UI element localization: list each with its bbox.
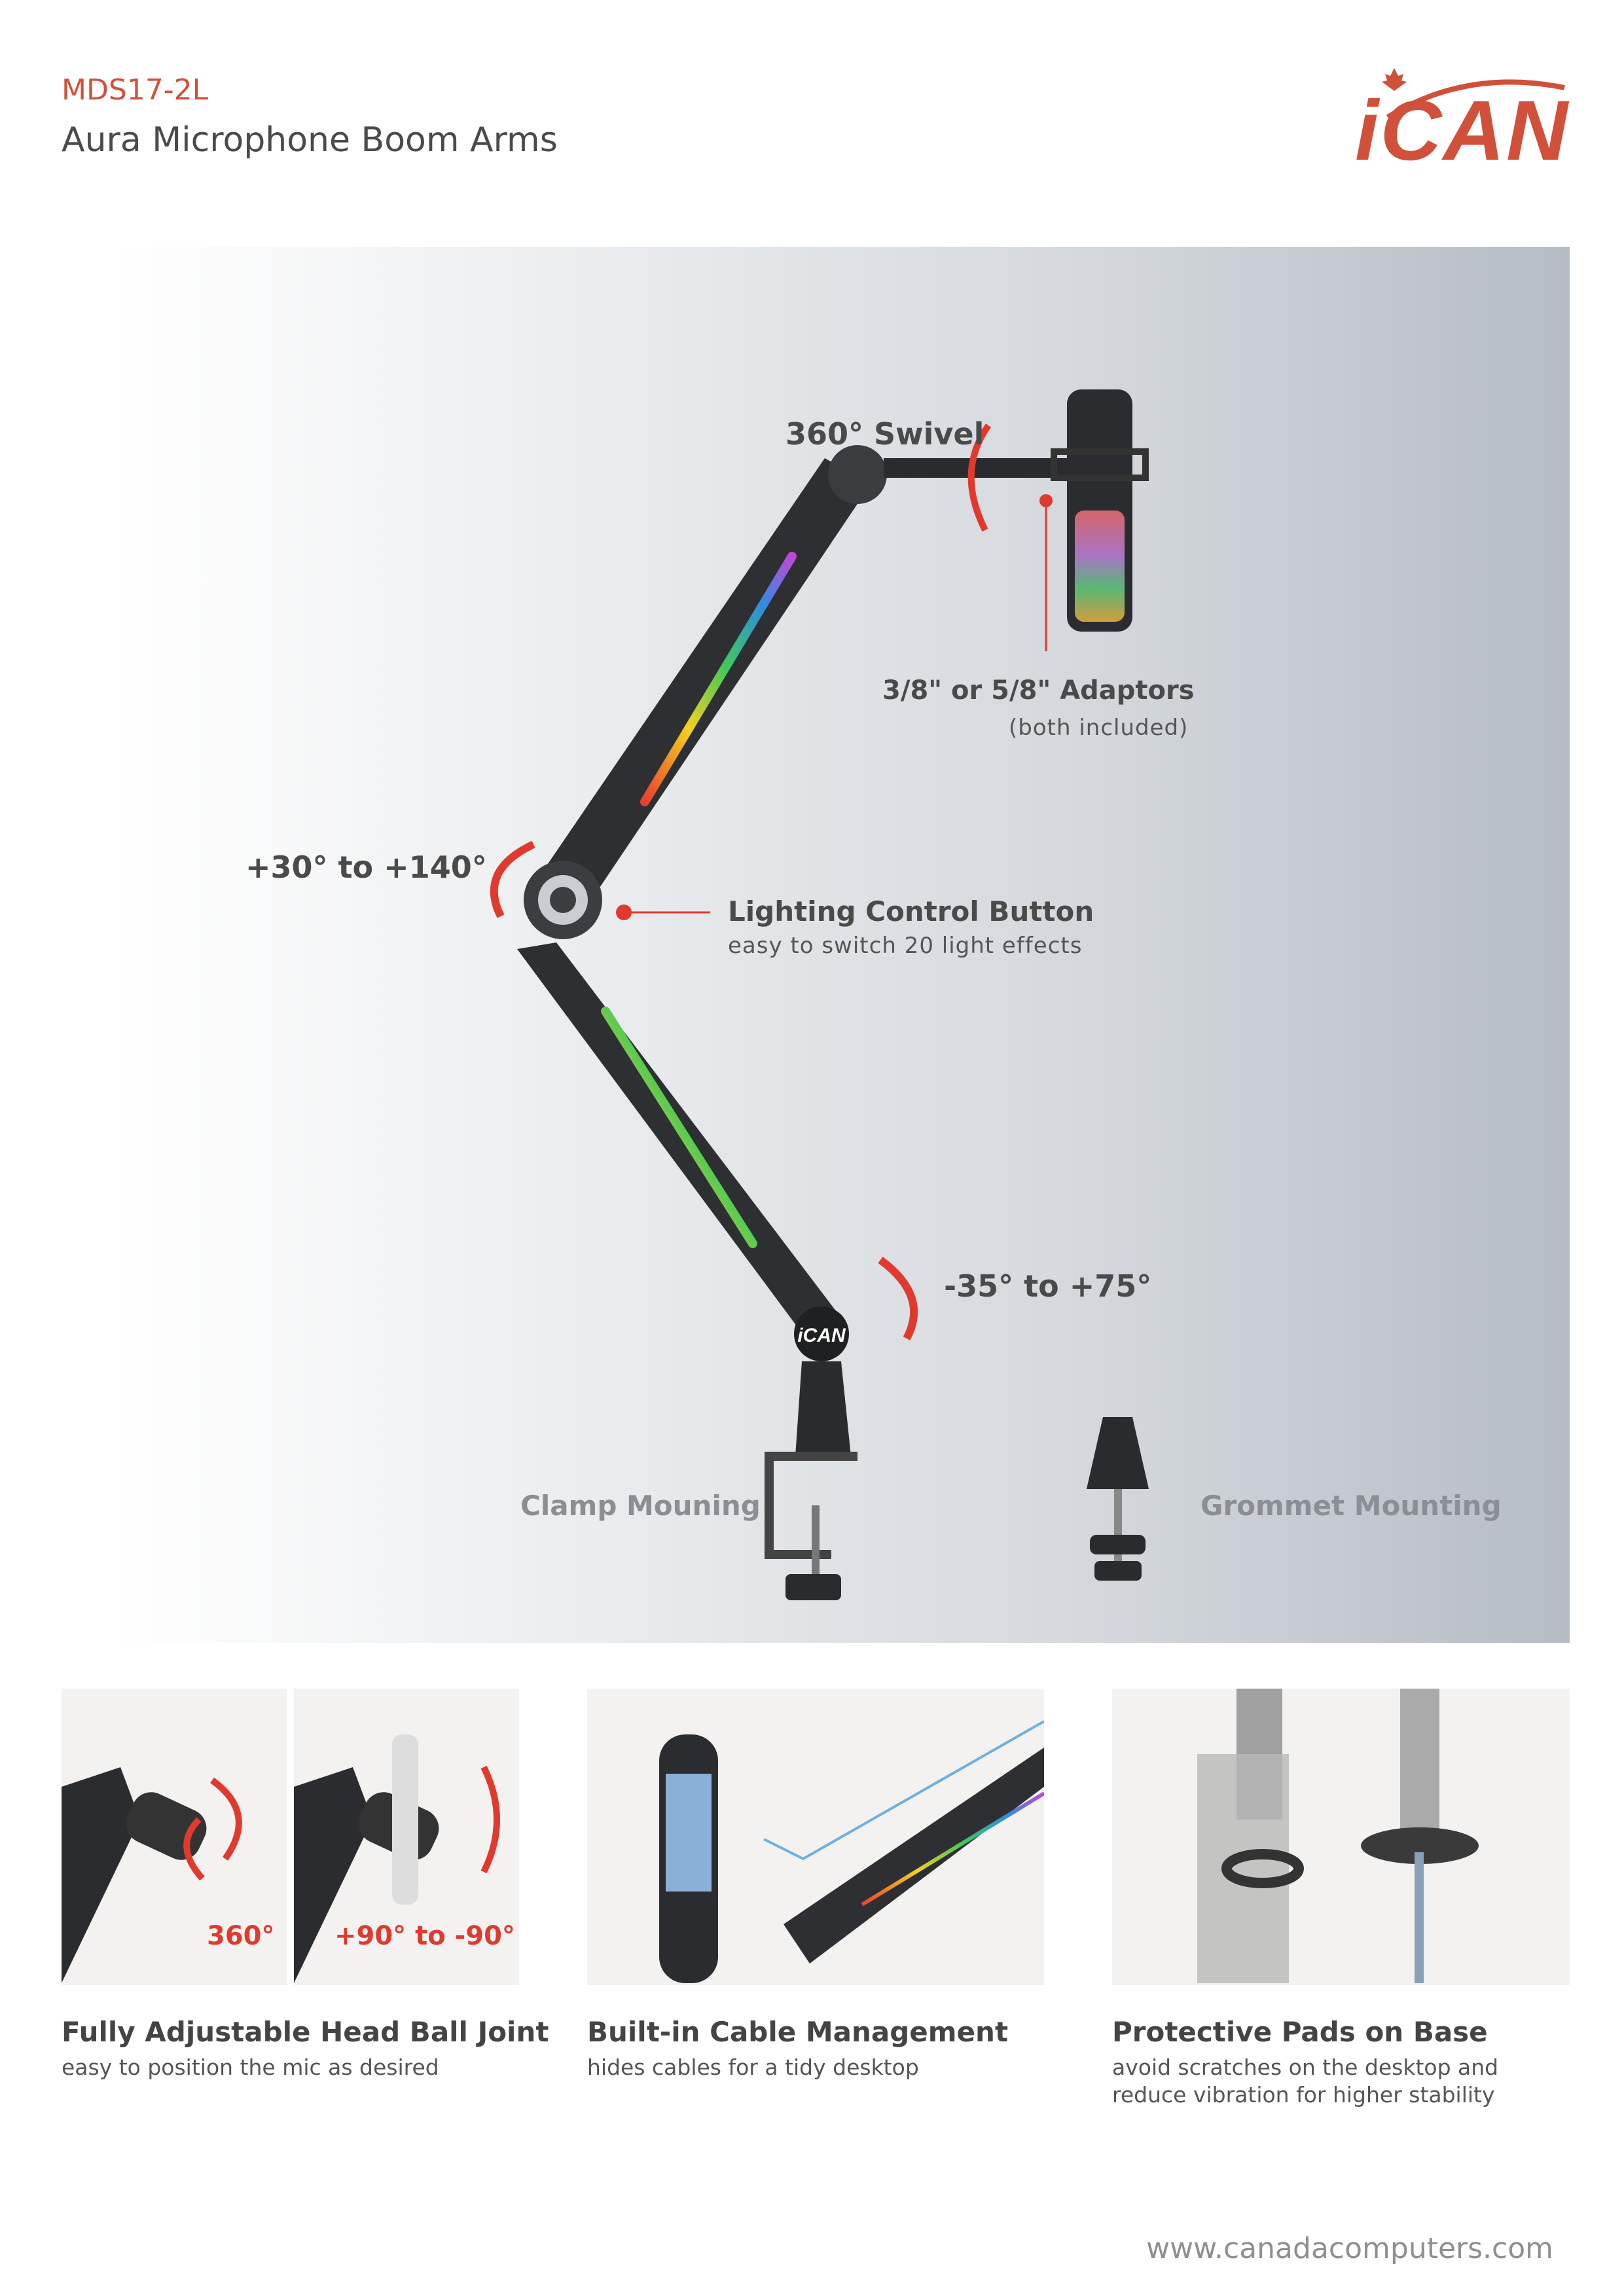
lighting-button-label: Lighting Control Button bbox=[728, 895, 1094, 927]
base-range-label: -35° to +75° bbox=[944, 1268, 1152, 1304]
base-logo: iCAN bbox=[797, 1325, 846, 1346]
feature-desc-cable: hides cables for a tidy desktop bbox=[587, 2054, 919, 2080]
boom-arm-illustration: iCAN bbox=[490, 389, 1149, 1600]
ball-joint-360-image: 360° bbox=[62, 1689, 287, 1985]
grommet-mounting-label: Grommet Mounting bbox=[1200, 1490, 1502, 1522]
rotation-360-label: 360° bbox=[207, 1921, 275, 1951]
feature-desc-pads: avoid scratches on the desktop and reduc… bbox=[1112, 2054, 1499, 2108]
adaptors-label: 3/8" or 5/8" Adaptors bbox=[882, 675, 1195, 706]
feature-title-pads: Protective Pads on Base bbox=[1112, 2016, 1488, 2048]
page-title: Aura Microphone Boom Arms bbox=[62, 120, 558, 160]
feature-title-cable: Built-in Cable Management bbox=[587, 2016, 1009, 2048]
ball-joint-tilt-image: +90° to -90° bbox=[294, 1689, 519, 1985]
cable-management-image bbox=[587, 1689, 1044, 1985]
tilt-range-label: +90° to -90° bbox=[334, 1921, 515, 1951]
feature-desc-ball-joint: easy to position the mic as desired bbox=[62, 2054, 439, 2080]
hero-product-image: iCAN bbox=[112, 247, 1570, 1643]
swivel-label: 360° Swivel bbox=[785, 416, 984, 452]
ican-logo: iCAN bbox=[1348, 68, 1571, 178]
adaptors-note: (both included) bbox=[1009, 715, 1189, 741]
clamp-mounting-label: Clamp Mouning bbox=[520, 1490, 761, 1522]
website-link[interactable]: www.canadacomputers.com bbox=[1146, 2232, 1553, 2265]
feature-title-ball-joint: Fully Adjustable Head Ball Joint bbox=[62, 2016, 549, 2048]
lighting-button-note: easy to switch 20 light effects bbox=[728, 933, 1083, 959]
protective-pads-image bbox=[1112, 1689, 1570, 1985]
elbow-range-label: +30° to +140° bbox=[245, 850, 487, 885]
model-number: MDS17-2L bbox=[62, 73, 209, 107]
svg-text:iCAN: iCAN bbox=[1355, 82, 1570, 169]
